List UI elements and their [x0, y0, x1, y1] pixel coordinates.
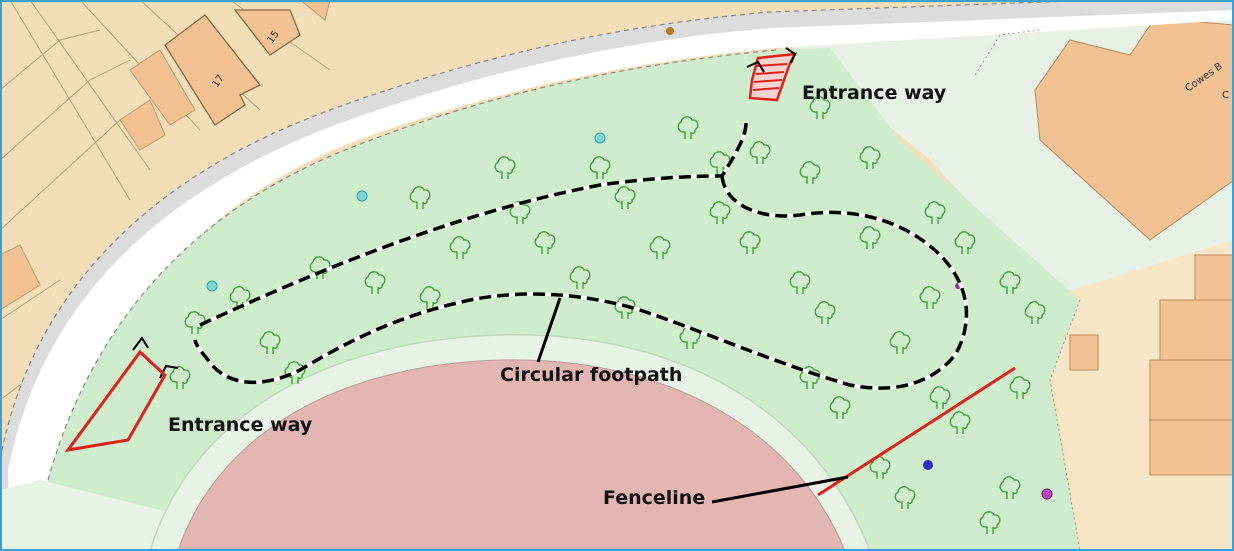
entrance-top-label: Entrance way — [802, 82, 947, 104]
house-17 — [164, 14, 262, 126]
footpath-leader-line — [536, 297, 562, 363]
fenceline-leader-line — [711, 475, 849, 504]
point-marker-icon — [206, 280, 218, 292]
footpath-label: Circular footpath — [500, 364, 682, 386]
point-marker-icon — [594, 132, 606, 144]
fenceline-marker — [817, 366, 1016, 497]
house-left-1 — [129, 49, 196, 126]
building-right — [1034, 17, 1234, 241]
circular-footpath — [193, 121, 969, 390]
house-top-1 — [299, 0, 331, 21]
house-left-2 — [119, 99, 166, 151]
road-carriageway — [8, 10, 1234, 551]
running-track — [177, 359, 846, 551]
point-marker-icon — [1041, 488, 1053, 500]
building-name-label-2: C — [1222, 90, 1229, 101]
house-left-3 — [0, 244, 41, 311]
entrance-left-marker — [64, 349, 167, 453]
building-right-lower-2 — [1159, 299, 1234, 361]
boundary-dotted-right — [1049, 299, 1081, 551]
shed-right — [1069, 334, 1099, 371]
park-edge-strip — [0, 480, 200, 551]
point-marker-icon — [666, 27, 674, 35]
boundary-dotted-right-2 — [974, 29, 1041, 76]
building-right-lower-4 — [1149, 419, 1234, 476]
boundary-dashed-park — [47, 49, 777, 481]
fenceline-label: Fenceline — [603, 487, 705, 509]
house-15 — [233, 9, 301, 56]
boundary-dashed-road — [0, 0, 1114, 461]
point-marker-icon — [356, 190, 368, 202]
building-right-lower-3 — [1149, 359, 1234, 421]
point-marker-icon — [923, 460, 933, 470]
entrance-left-label: Entrance way — [168, 414, 313, 436]
